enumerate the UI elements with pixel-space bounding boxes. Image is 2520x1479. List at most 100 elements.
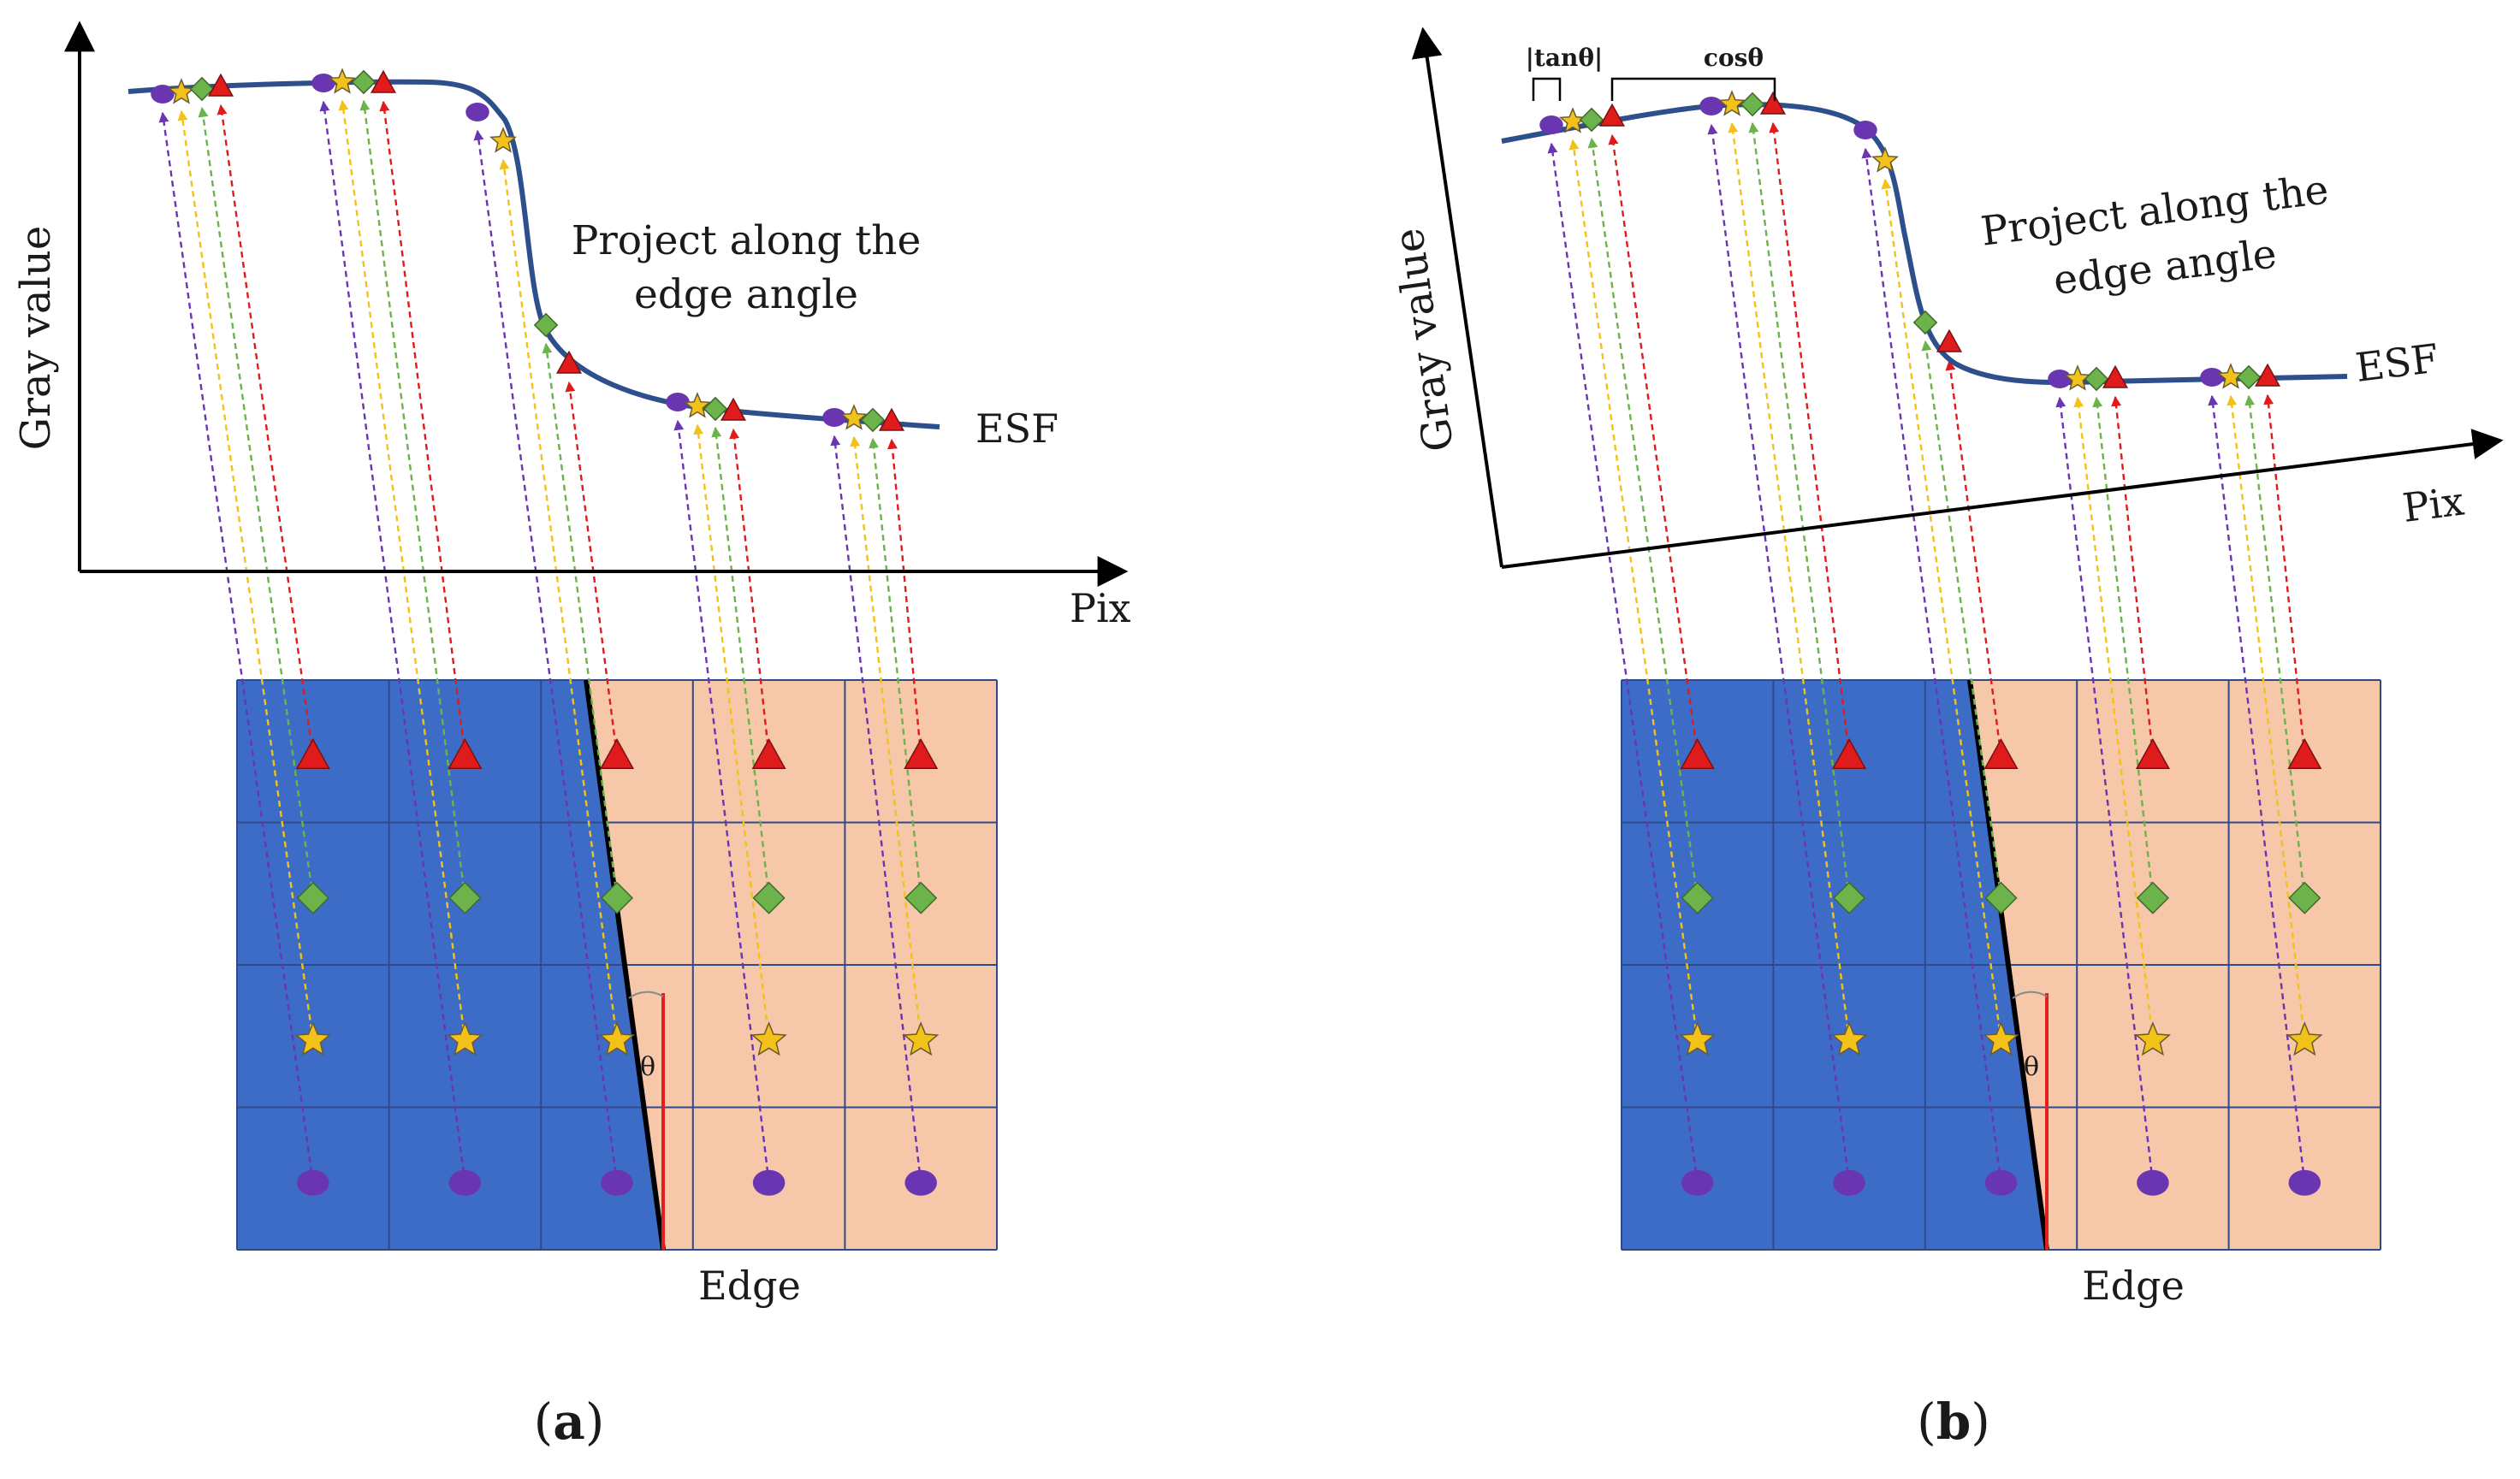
- angle-arc: [628, 991, 664, 999]
- diamond-marker: [1579, 107, 1604, 133]
- circle-marker: [1984, 1169, 2018, 1196]
- tan-bracket-label: |tanθ|: [1526, 44, 1603, 72]
- circle-marker: [904, 1169, 937, 1196]
- panel-a: θ Gray value Pix ESF Project along the e…: [12, 21, 1131, 1451]
- x-axis-label: Pix: [1070, 585, 1131, 631]
- triangle-projection-arrow: [216, 104, 314, 756]
- star-projection-arrow: [499, 158, 619, 1041]
- diamond-marker: [703, 396, 728, 422]
- triangle-projection-arrow: [729, 428, 770, 756]
- esf-label: ESF: [975, 405, 1058, 452]
- circle-projection-arrow: [830, 435, 922, 1183]
- x-axis: [1501, 429, 2504, 569]
- triangle-projection-arrow: [1945, 359, 2002, 756]
- triangle-projection-arrow: [887, 438, 922, 756]
- y-axis: [1411, 27, 1503, 568]
- axes: [1411, 27, 2504, 569]
- angle-label: θ: [640, 1052, 655, 1082]
- triangle-projection-arrow: [1769, 121, 1851, 756]
- triangle-marker: [1759, 91, 1787, 115]
- circle-marker: [1539, 115, 1563, 134]
- circle-marker: [1699, 97, 1723, 115]
- grid-markers: [294, 737, 940, 1196]
- diamond-marker: [600, 881, 634, 914]
- caption-close-paren: ): [585, 1393, 605, 1451]
- triangle-marker: [555, 350, 583, 374]
- edge-line: [584, 679, 666, 1251]
- circle-projection-arrow: [2055, 396, 2155, 1183]
- circle-marker: [601, 1169, 633, 1196]
- y-axis-label: Gray value: [12, 226, 60, 451]
- star-projection-arrow: [2226, 394, 2306, 1041]
- diamond-marker: [2136, 881, 2169, 914]
- diamond-projection-arrow: [542, 342, 619, 898]
- edge-label: Edge: [698, 1263, 801, 1309]
- triangle-marker: [904, 737, 939, 769]
- triangle-projection-arrow: [2111, 395, 2155, 756]
- diamond-marker: [1912, 310, 1938, 335]
- spacing-brackets: [1532, 77, 1776, 101]
- star-marker: [903, 1021, 940, 1056]
- triangle-marker: [2254, 363, 2281, 387]
- diamond-projection-arrow: [1921, 340, 2002, 898]
- angle-label: θ: [2024, 1052, 2039, 1082]
- edge-line: [1967, 679, 2049, 1251]
- annotation-line-1: Project along the: [1978, 166, 2331, 255]
- circle-marker: [2200, 368, 2224, 387]
- star-marker: [840, 404, 868, 430]
- triangle-marker: [295, 737, 330, 769]
- circle-projection-arrow: [2208, 394, 2306, 1183]
- diamond-projection-arrow: [1748, 121, 1851, 898]
- star-projection-arrow: [693, 423, 770, 1041]
- axes: [64, 21, 1129, 587]
- pixel-grid: θ: [236, 679, 998, 1251]
- circle-projection-arrow: [319, 100, 466, 1183]
- star-marker: [1679, 1021, 1716, 1056]
- triangle-projection-arrow: [1608, 133, 1699, 756]
- circle-marker: [151, 85, 175, 104]
- diamond-projection-arrow: [869, 437, 922, 898]
- star-marker: [294, 1021, 331, 1056]
- curve-markers: [151, 68, 905, 433]
- pixel-grid: θ: [1621, 679, 2381, 1251]
- diamond-marker: [2288, 881, 2321, 914]
- star-marker: [1718, 90, 1746, 116]
- triangle-projection-arrow: [379, 100, 466, 756]
- star-marker: [684, 392, 711, 418]
- caption-open-paren: (: [1917, 1393, 1936, 1451]
- diamond-marker: [752, 881, 786, 914]
- esf-label: ESF: [2353, 334, 2441, 390]
- diamond-marker: [2084, 366, 2109, 392]
- diamond-marker: [1833, 881, 1866, 914]
- circle-marker: [666, 393, 690, 411]
- circle-projection-arrow: [673, 419, 770, 1183]
- projection-arrows: [158, 99, 922, 1183]
- projection-arrows: [1547, 121, 2306, 1183]
- circle-marker: [1853, 121, 1877, 139]
- star-marker: [750, 1021, 787, 1056]
- diamond-marker: [189, 76, 215, 102]
- circle-marker: [311, 74, 335, 92]
- circle-marker: [1681, 1169, 1714, 1196]
- star-projection-arrow: [177, 109, 314, 1041]
- diamond-marker: [860, 407, 886, 433]
- star-marker: [2286, 1021, 2323, 1056]
- triangle-marker: [720, 397, 747, 421]
- triangle-marker: [2102, 364, 2129, 388]
- grid-lines: [236, 679, 998, 1251]
- triangle-marker: [1936, 328, 1963, 352]
- circle-marker: [752, 1169, 786, 1196]
- diamond-projection-arrow: [2244, 394, 2306, 898]
- diamond-marker: [533, 312, 559, 338]
- diamond-marker: [1740, 92, 1765, 117]
- diamond-marker: [904, 881, 938, 914]
- caption-open-paren: (: [534, 1393, 554, 1451]
- star-projection-arrow: [1728, 121, 1851, 1041]
- star-projection-arrow: [1881, 178, 2002, 1041]
- triangle-marker: [1983, 737, 2019, 769]
- caption-letter: b: [1936, 1393, 1972, 1451]
- cos-bracket: [1610, 77, 1776, 101]
- circle-projection-arrow: [473, 129, 619, 1183]
- triangle-marker: [370, 69, 397, 93]
